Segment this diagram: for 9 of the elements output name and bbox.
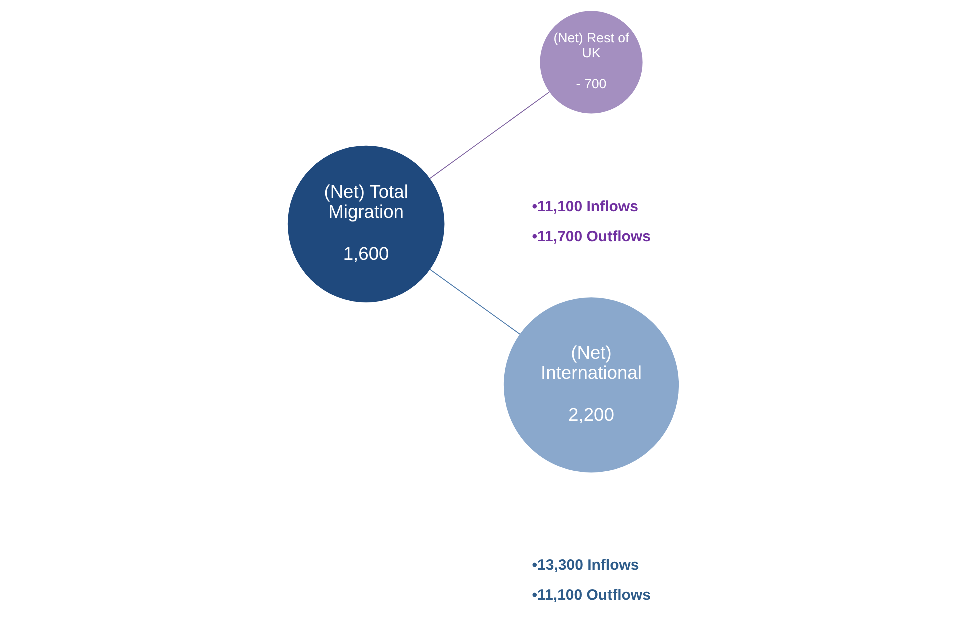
connector	[429, 269, 520, 336]
node-circle: (Net) International 2,200	[503, 298, 679, 473]
node-label: •13,300 Inflows	[532, 556, 639, 574]
node-label: •11,100 Inflows	[532, 198, 638, 216]
node-circle: (Net) Rest of UK - 700	[540, 11, 642, 114]
node-label: •11,100 Outflows	[532, 586, 650, 604]
node-label: •11,700 Outflows	[532, 228, 650, 246]
node-circle: (Net) Total Migration 1,600	[287, 146, 444, 303]
connector	[429, 92, 550, 180]
